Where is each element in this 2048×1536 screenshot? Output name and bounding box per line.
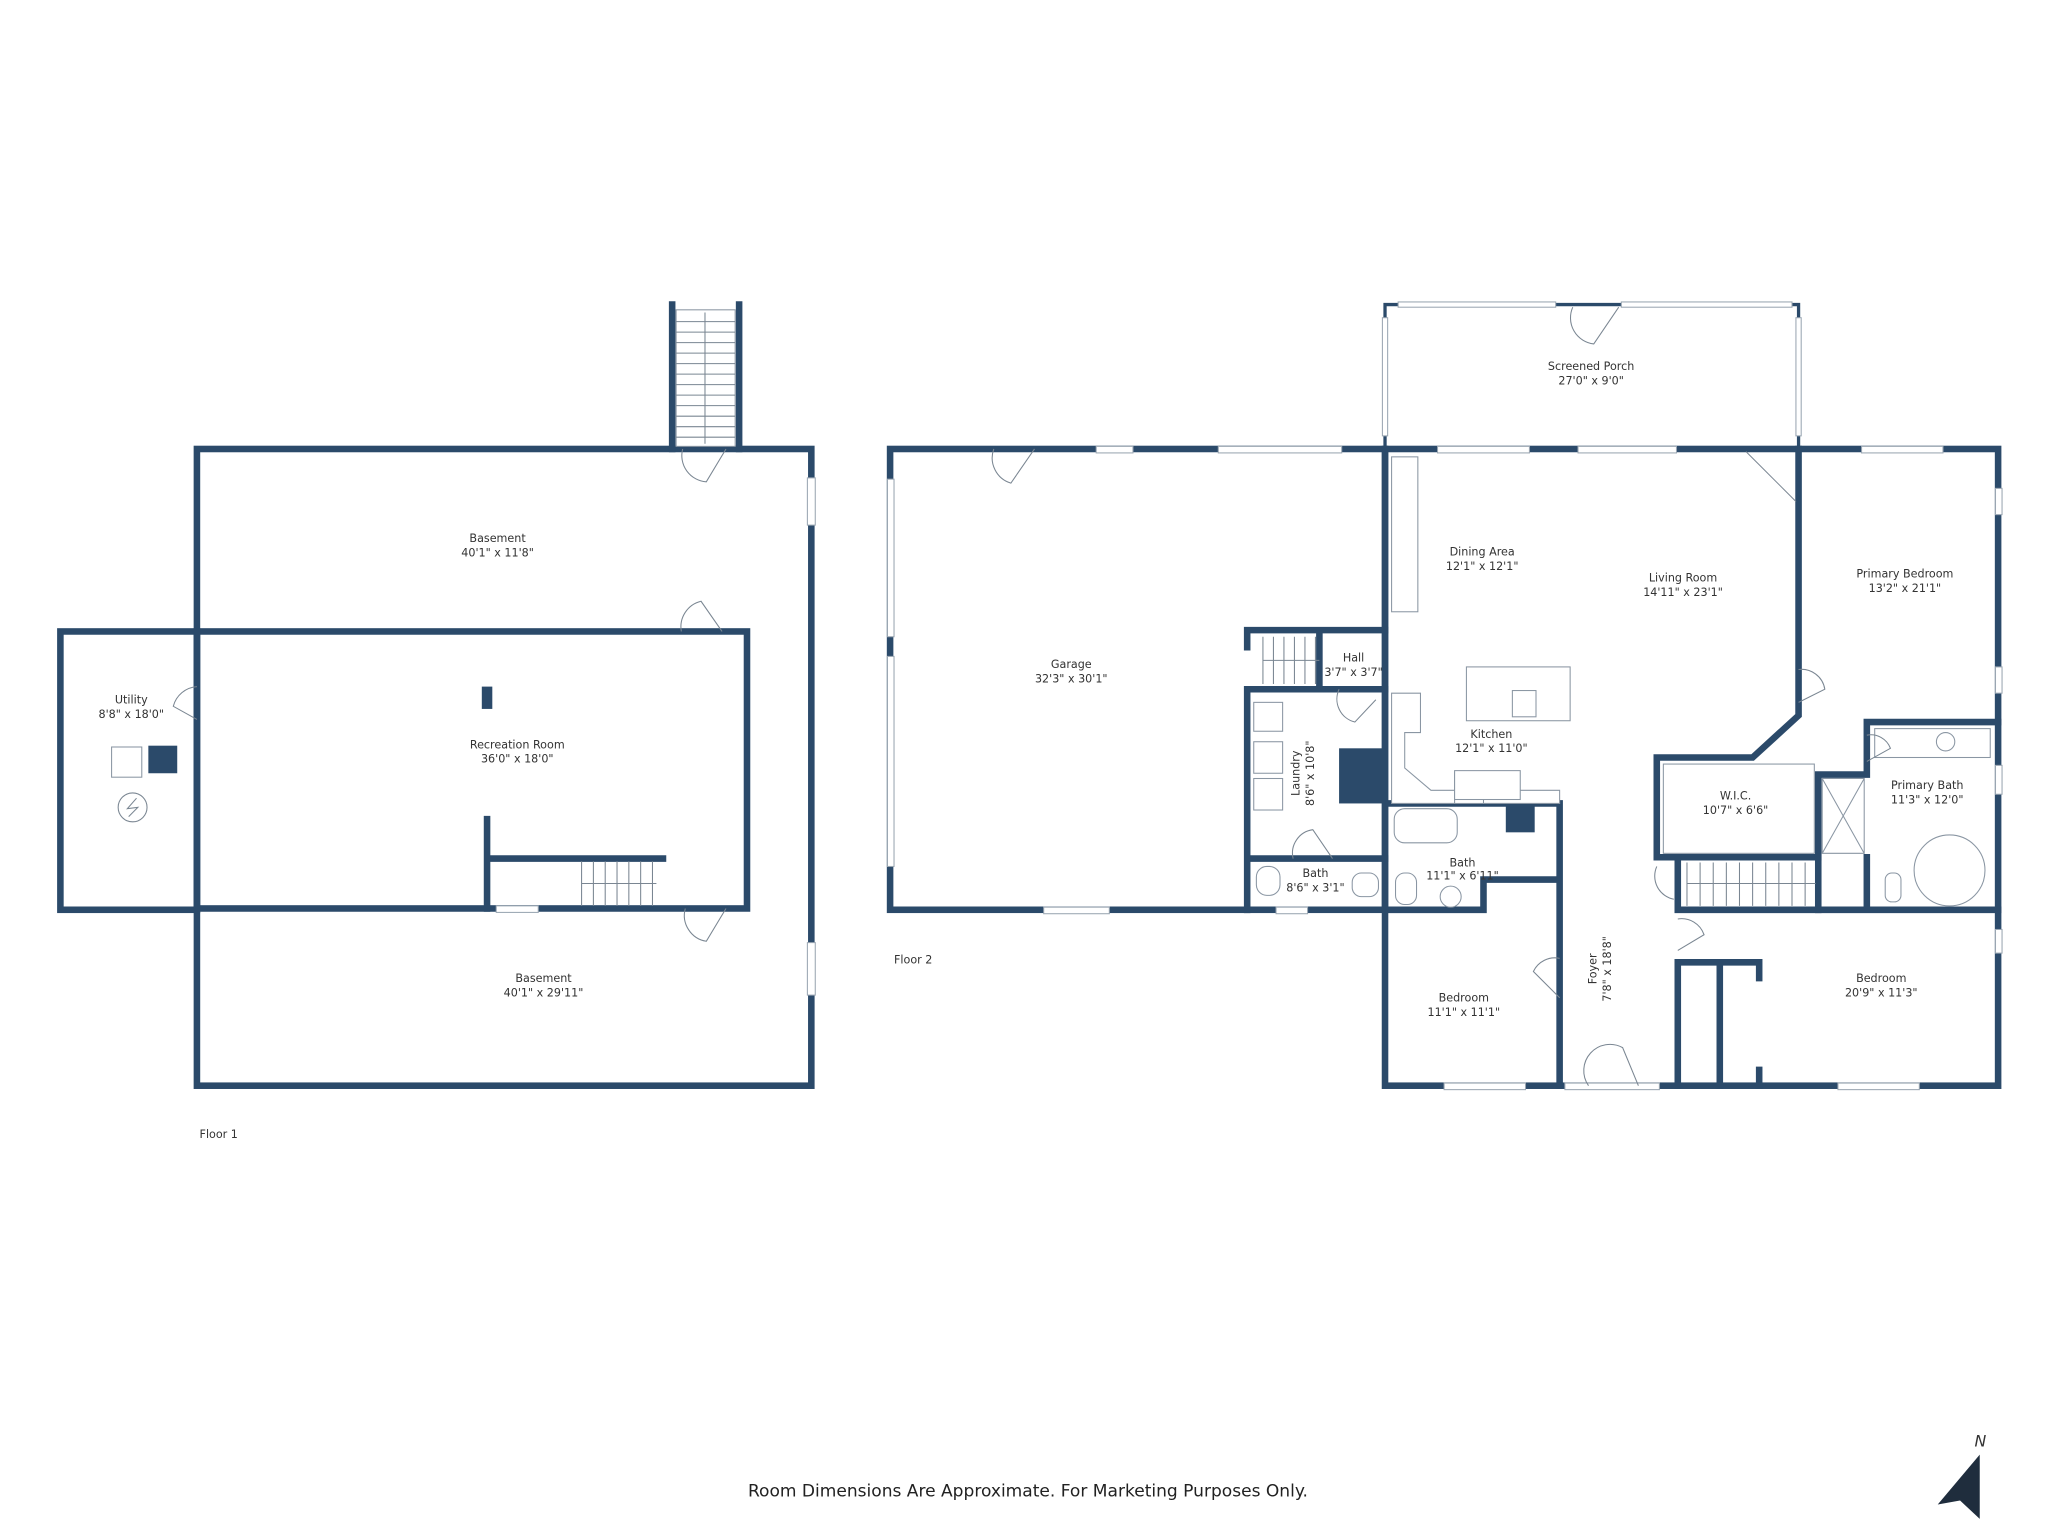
north-arrow-icon: N [1937, 1432, 1986, 1519]
door[interactable] [172, 686, 198, 720]
svg-text:7'8" x 18'8": 7'8" x 18'8" [1601, 936, 1614, 1002]
stairs [1262, 451, 1816, 906]
svg-text:Living Room: Living Room [1649, 572, 1717, 585]
svg-text:8'6" x 10'8": 8'6" x 10'8" [1304, 741, 1317, 807]
garage-wall [886, 445, 1389, 914]
svg-text:13'2" x 21'1": 13'2" x 21'1" [1869, 582, 1942, 595]
room-label-dining-area: Dining Area 12'1" x 12'1" [1446, 545, 1519, 572]
chase [1339, 748, 1386, 804]
door[interactable] [681, 448, 727, 483]
svg-text:Utility: Utility [115, 694, 148, 707]
closet-walls [1674, 959, 1763, 1089]
svg-text:W.I.C.: W.I.C. [1720, 790, 1751, 803]
svg-text:Foyer: Foyer [1586, 953, 1599, 984]
room-label-garage: Garage 32'3" x 30'1" [1035, 658, 1108, 685]
door[interactable] [683, 908, 727, 942]
fixtures [1253, 456, 1991, 908]
furnace [148, 745, 178, 774]
interior-stairs [581, 861, 657, 906]
windows [886, 445, 2003, 1091]
svg-text:Bath: Bath [1302, 867, 1328, 880]
svg-text:Kitchen: Kitchen [1470, 728, 1512, 741]
svg-text:8'6" x 3'1": 8'6" x 3'1" [1286, 881, 1344, 894]
svg-text:Garage: Garage [1051, 658, 1092, 671]
svg-text:20'9" x 11'3": 20'9" x 11'3" [1845, 986, 1918, 999]
porch-door[interactable] [1570, 306, 1620, 345]
primary-bath-walls [1674, 718, 2002, 914]
svg-text:12'1" x 12'1": 12'1" x 12'1" [1446, 560, 1519, 573]
window [806, 942, 816, 996]
recreation-room-wall [193, 628, 751, 912]
floor-1-plan: Basement 40'1" x 11'8" Recreation Room 36'… [57, 301, 816, 1141]
svg-text:Bath: Bath [1450, 856, 1476, 869]
window [806, 477, 816, 526]
svg-text:12'1" x 11'0": 12'1" x 11'0" [1455, 742, 1528, 755]
svg-text:Hall: Hall [1343, 652, 1364, 665]
doors [991, 448, 1892, 1087]
electric-panel-icon [117, 792, 148, 823]
svg-text:40'1" x 29'11": 40'1" x 29'11" [504, 986, 584, 999]
svg-text:11'1" x 11'1": 11'1" x 11'1" [1428, 1006, 1501, 1019]
svg-text:8'8" x 18'0": 8'8" x 18'0" [99, 708, 165, 721]
svg-text:27'0" x 9'0": 27'0" x 9'0" [1558, 375, 1624, 388]
svg-text:Primary Bedroom: Primary Bedroom [1856, 568, 1953, 581]
laundry-hall-walls [1243, 626, 1389, 914]
floor-2-label: Floor 2 [894, 954, 932, 967]
svg-text:32'3" x 30'1": 32'3" x 30'1" [1035, 673, 1108, 686]
floor-1-label: Floor 1 [200, 1128, 238, 1141]
svg-text:Dining Area: Dining Area [1450, 545, 1515, 558]
svg-text:Primary Bath: Primary Bath [1891, 779, 1964, 792]
disclaimer: Room Dimensions Are Approximate. For Mar… [748, 1482, 1308, 1502]
bath-walls [1385, 800, 1563, 1089]
svg-text:10'7" x 6'6": 10'7" x 6'6" [1703, 804, 1769, 817]
water-heater [111, 746, 143, 778]
room-label-wic: W.I.C.10'7" x 6'6" [1703, 790, 1769, 817]
svg-text:14'11" x 23'1": 14'11" x 23'1" [1643, 586, 1723, 599]
floor-2-plan: Screened Porch 27'0" x 9'0" Garage 32'3" x… [886, 301, 2003, 1091]
room-label-recreation-room: Recreation Room 36'0" x 18'0" [470, 738, 565, 765]
svg-text:36'0" x 18'0": 36'0" x 18'0" [481, 753, 554, 766]
stair-wall [483, 815, 667, 912]
room-label-basement-north: Basement 40'1" x 11'8" [461, 532, 534, 559]
svg-text:40'1" x 11'8": 40'1" x 11'8" [461, 547, 534, 560]
svg-text:Bedroom: Bedroom [1856, 972, 1906, 985]
room-label-screened-porch: Screened Porch 27'0" x 9'0" [1548, 360, 1634, 387]
column [481, 686, 493, 709]
svg-text:11'3" x 12'0": 11'3" x 12'0" [1891, 793, 1964, 806]
svg-text:Basement: Basement [469, 532, 526, 545]
door[interactable] [680, 600, 723, 632]
svg-text:Laundry: Laundry [1290, 750, 1303, 796]
svg-text:Recreation Room: Recreation Room [470, 738, 565, 751]
svg-text:Screened Porch: Screened Porch [1548, 360, 1634, 373]
svg-text:3'7" x 3'7": 3'7" x 3'7" [1324, 666, 1382, 679]
svg-text:Basement: Basement [515, 972, 572, 985]
stair-walls [668, 301, 743, 453]
exterior-stairs [675, 309, 736, 447]
svg-text:11'1" x 6'11": 11'1" x 6'11" [1426, 870, 1499, 883]
north-label: N [1974, 1432, 1986, 1451]
svg-text:Bedroom: Bedroom [1439, 992, 1489, 1005]
window [495, 905, 539, 913]
